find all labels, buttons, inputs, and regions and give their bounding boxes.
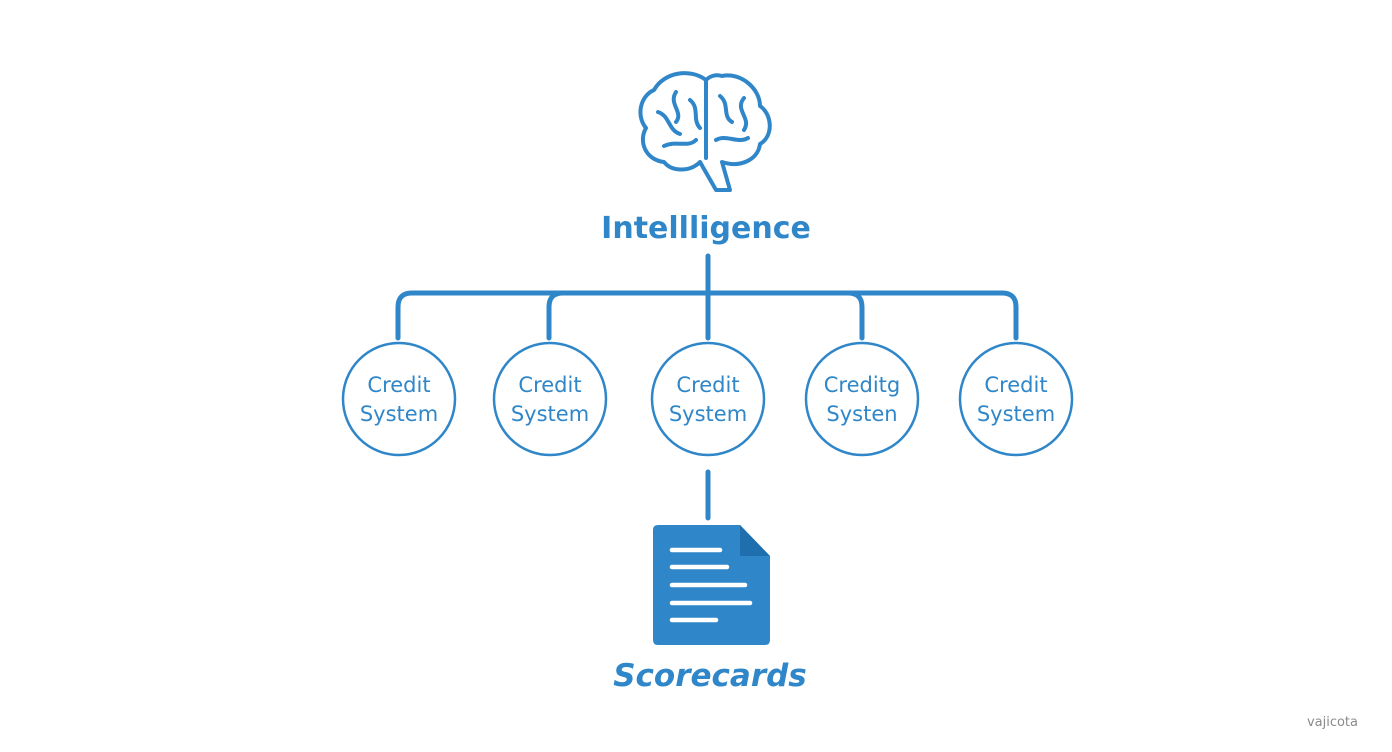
node-circle	[341, 341, 457, 457]
node-2: Credit System	[492, 341, 608, 457]
node-circle	[492, 341, 608, 457]
top-label: Intellligence	[601, 211, 811, 246]
node-1: Credit System	[341, 341, 457, 457]
connector-branch-5	[999, 290, 1019, 341]
node-label-line2: System	[511, 402, 589, 426]
node-label-line1: Credit	[676, 373, 739, 397]
document-icon	[653, 525, 770, 645]
node-label-line1: Creditg	[824, 373, 900, 397]
connector-branch-4	[845, 290, 865, 341]
brain-icon	[638, 71, 772, 192]
connector-branch-1	[395, 290, 415, 341]
node-circle	[804, 341, 920, 457]
node-3: Credit System	[650, 341, 766, 457]
node-5: Credit System	[958, 341, 1074, 457]
node-label-line1: Credit	[984, 373, 1047, 397]
node-label-line2: System	[360, 402, 438, 426]
node-label-line1: Credit	[518, 373, 581, 397]
node-label-line1: Credit	[367, 373, 430, 397]
node-label-line2: System	[669, 402, 747, 426]
connector-branch-2	[546, 290, 566, 341]
node-label-line2: System	[977, 402, 1055, 426]
node-circle	[650, 341, 766, 457]
node-circle	[958, 341, 1074, 457]
connector-lines	[395, 253, 1019, 521]
node-label-line2: Systen	[826, 402, 897, 426]
bottom-label: Scorecards	[613, 658, 807, 694]
watermark: vajicota	[1306, 715, 1358, 730]
node-4: Creditg Systen	[804, 341, 920, 457]
